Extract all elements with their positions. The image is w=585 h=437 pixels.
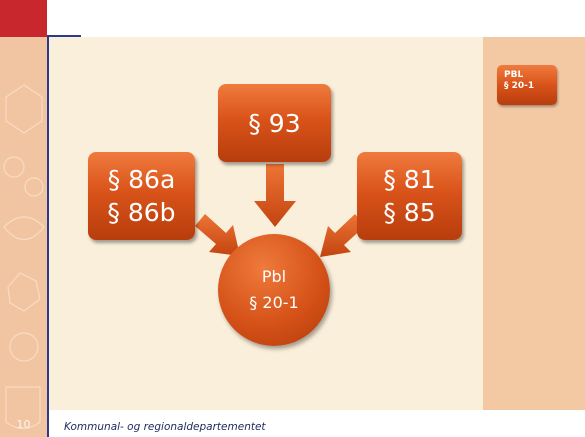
section-93-label: § 93: [248, 108, 301, 138]
side-tag-section: § 20-1: [504, 81, 535, 91]
center-section: § 20-1: [249, 293, 299, 312]
arrow-left-to-center: [195, 214, 240, 256]
center-title: Pbl: [261, 267, 287, 286]
section-93-box: § 93: [218, 84, 331, 162]
section-85-label: § 85: [383, 198, 436, 227]
footer-text: Kommunal- og regionaldepartementet: [64, 421, 266, 433]
section-86a-label: § 86a: [107, 165, 176, 194]
divider-line: [47, 37, 49, 437]
section-86b-label: § 86b: [107, 198, 176, 227]
section-81-box: § 81 § 85: [357, 152, 462, 240]
header-accent-line: [47, 35, 81, 38]
decorative-emblem-pattern: [3, 84, 45, 430]
section-81-label: § 81: [383, 165, 436, 194]
side-tag: PBL § 20-1: [497, 65, 557, 105]
top-band: [0, 0, 585, 37]
footer-bar: [49, 410, 585, 437]
section-86-box: § 86a § 86b: [88, 152, 195, 240]
side-tag-title: PBL: [504, 70, 524, 80]
pbl-center-circle: Pbl § 20-1: [218, 234, 330, 346]
logo-block: [0, 0, 47, 37]
arrow-right-to-center: [320, 214, 365, 257]
decorative-side-strip: [0, 37, 47, 437]
page-number: 10: [16, 418, 31, 431]
arrow-top-to-center: [254, 164, 296, 227]
